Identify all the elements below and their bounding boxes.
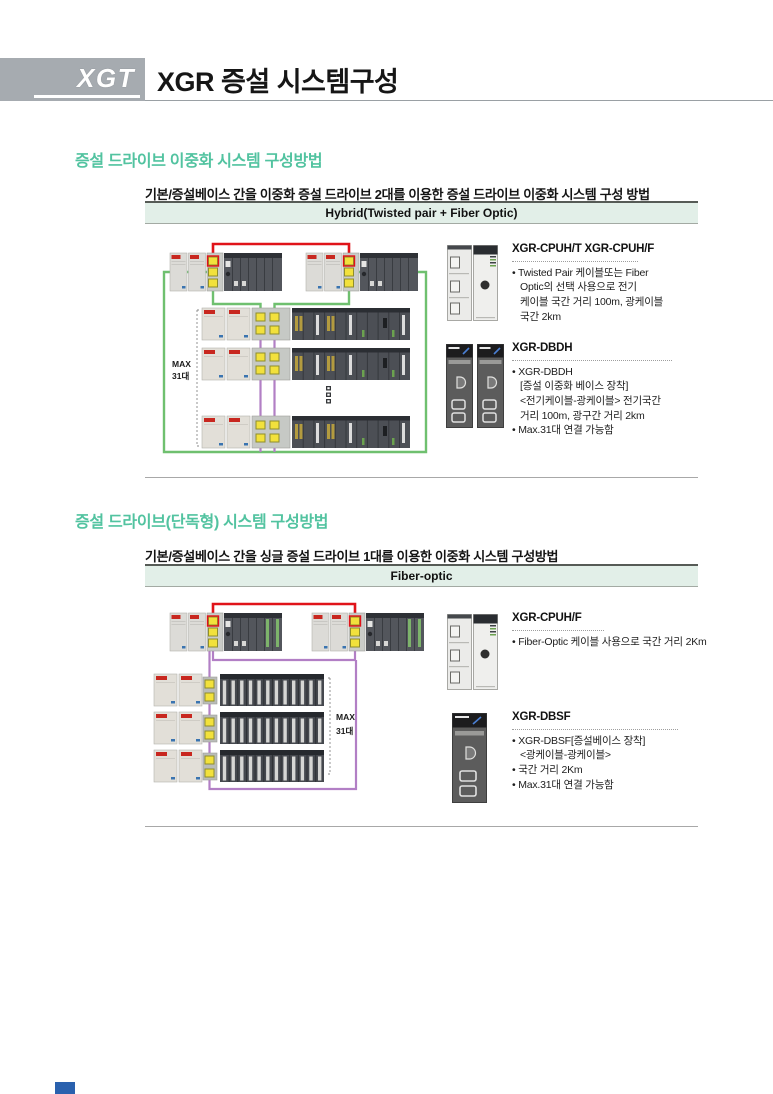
- section2-heading: 증설 드라이브(단독형) 시스템 구성방법: [75, 514, 329, 531]
- expansion-base-3: [202, 416, 410, 448]
- main-base-left: [170, 253, 282, 291]
- section2-subtitle: 기본/증설베이스 간을 싱글 증설 드라이브 1대를 이용한 이중화 시스템 구…: [145, 549, 559, 564]
- product-bullet: • XGR-DBSF[증설베이스 장착] <광케이블-광케이블>: [512, 734, 646, 762]
- red-cable: [211, 602, 357, 617]
- product-image-xgr-dbdh: [446, 344, 504, 428]
- product-bullet: • Max.31대 연결 가능함: [512, 424, 614, 437]
- dotted-rule: [512, 357, 672, 361]
- purple-cable-loop: [208, 632, 358, 791]
- section1-subtitle: 기본/증설베이스 간을 이중화 증설 드라이브 2대를 이용한 증설 드라이브 …: [145, 187, 650, 202]
- expansion-base-2: [154, 712, 324, 744]
- product-name: XGR-CPUH/F: [512, 612, 582, 624]
- product-info-xgr-dbdh: XGR-DBDH • XGR-DBDH [증설 이중화 베이스 장착] <전기케…: [512, 341, 702, 438]
- product-name: XGR-DBDH: [512, 342, 573, 354]
- product-bullet: • 국간 거리 2Km: [512, 763, 583, 776]
- expansion-base-3: [154, 750, 324, 782]
- main-base-right: [306, 253, 418, 291]
- product-bullet: • Max.31대 연결 가능함: [512, 778, 614, 791]
- product-image-xgr-dbsf: [452, 713, 487, 803]
- dotted-rule: [512, 258, 638, 262]
- expansion-base-1: [202, 308, 410, 340]
- xgt-logo-text: XGT: [77, 63, 135, 93]
- product-image-xgr-cpuh-t-f: [447, 245, 498, 321]
- section2-banner: Fiber-optic: [145, 564, 698, 587]
- dotted-rule: [512, 726, 678, 730]
- product-info-xgr-cpuh-f: XGR-CPUH/F • Fiber-Optic 케이블 사용으로 국간 거리 …: [512, 611, 747, 649]
- logo-underline: [34, 95, 140, 98]
- max-bracket: [196, 309, 200, 447]
- expansion-base-1: [154, 674, 324, 706]
- diagram-fiber-optic-system: MAX 31대: [150, 602, 450, 791]
- purple-cables: [259, 334, 276, 452]
- main-base-right: [312, 613, 424, 651]
- expansion-base-2: [202, 348, 410, 380]
- max-label-line2: 31대: [336, 726, 353, 736]
- product-bullet: • XGR-DBDH [증설 이중화 베이스 장착] <전기케이블-광케이블> …: [512, 365, 661, 422]
- ellipsis-dots: [326, 386, 331, 404]
- page-title: XGR 증설 시스템구성: [157, 67, 399, 97]
- product-info-xgr-dbsf: XGR-DBSF • XGR-DBSF[증설베이스 장착] <광케이블-광케이블…: [512, 710, 712, 792]
- product-image-xgr-cpuh-f: [447, 614, 498, 690]
- page-corner-mark: [55, 1082, 75, 1094]
- max-label-line2: 31대: [172, 371, 189, 381]
- section-divider: [145, 826, 698, 827]
- max-label-line1: MAX: [172, 359, 191, 369]
- diagram-hybrid-redundant-system: MAX 31대: [162, 242, 428, 454]
- max-label-line1: MAX: [336, 712, 355, 722]
- product-bullet: • Fiber-Optic 케이블 사용으로 국간 거리 2Km: [512, 635, 707, 648]
- product-name: XGR-DBSF: [512, 711, 571, 723]
- xgt-logo-badge: XGT: [0, 58, 145, 101]
- dotted-rule: [512, 627, 604, 631]
- header-rule: [145, 100, 773, 101]
- red-cable: [211, 242, 351, 258]
- product-bullet: • Twisted Pair 케이블또는 Fiber Optic의 선택 사용으…: [512, 266, 664, 323]
- section1-heading: 증설 드라이브 이중화 시스템 구성방법: [75, 153, 323, 170]
- main-base-left: [170, 613, 282, 651]
- product-name: XGR-CPUH/T XGR-CPUH/F: [512, 243, 655, 255]
- product-info-xgr-cpuh-t-f: XGR-CPUH/T XGR-CPUH/F • Twisted Pair 케이블…: [512, 242, 702, 324]
- max-bracket: [326, 677, 331, 775]
- section-divider: [145, 477, 698, 478]
- section1-banner: Hybrid(Twisted pair + Fiber Optic): [145, 201, 698, 224]
